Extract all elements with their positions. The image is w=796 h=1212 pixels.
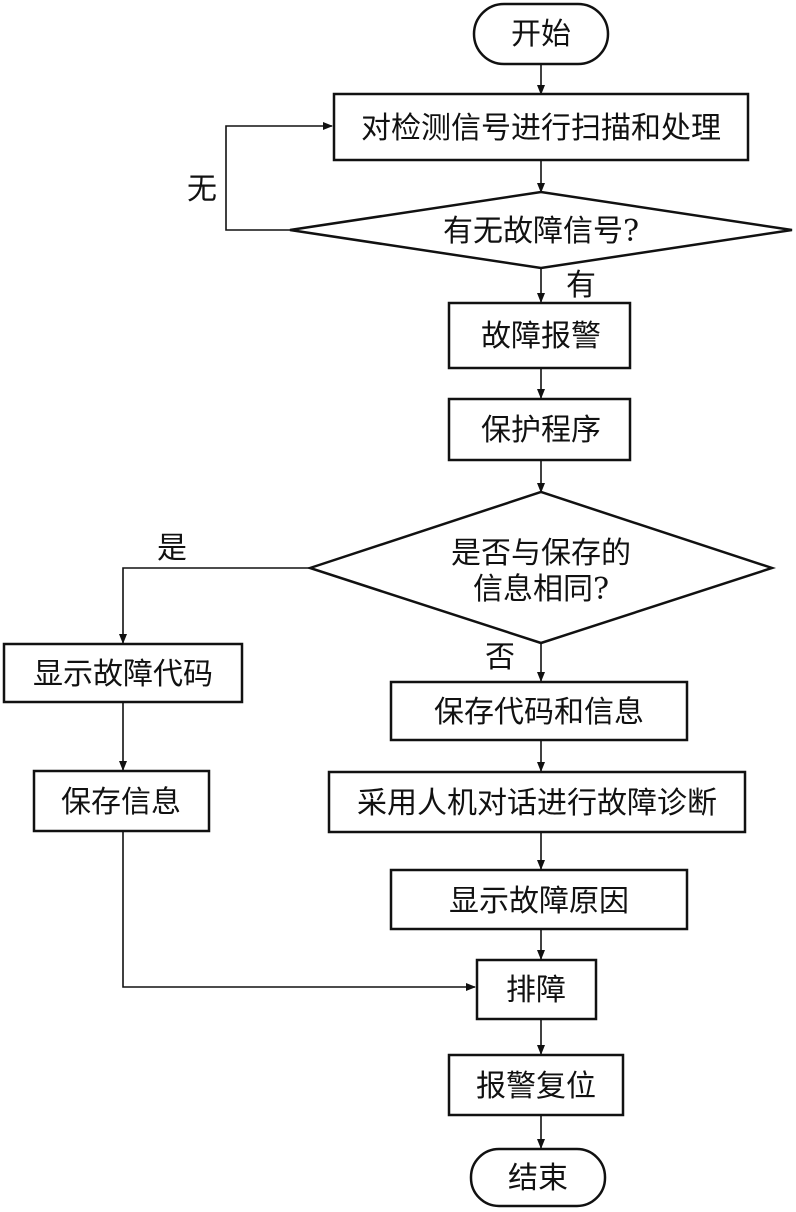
- no-branch-label: 无: [187, 172, 217, 207]
- dialog-diagnose-box: 采用人机对话进行故障诊断: [327, 770, 747, 834]
- show-cause-label: 显示故障原因: [449, 884, 629, 919]
- same-info-decision: 是否与保存的 信息相同?: [305, 490, 777, 645]
- start-terminal: 开始: [472, 2, 610, 66]
- troubleshoot-label: 排障: [506, 973, 566, 1008]
- fault-signal-decision: 有无故障信号?: [289, 190, 793, 270]
- save-code-info-box: 保存代码和信息: [389, 680, 689, 742]
- save-info-label: 保存信息: [61, 785, 181, 820]
- end-label: 结束: [508, 1161, 568, 1196]
- alarm-reset-box: 报警复位: [447, 1053, 625, 1117]
- shi-branch-label: 是: [157, 531, 187, 566]
- connector-saveinfo-to-troubleshoot: [122, 831, 476, 991]
- fou-branch-label: 否: [485, 640, 515, 675]
- connector-yes-branch: [119, 567, 310, 644]
- fault-alarm-label: 故障报警: [481, 319, 601, 354]
- dialog-diagnose-label: 采用人机对话进行故障诊断: [357, 786, 717, 821]
- protect-program-box: 保护程序: [447, 397, 632, 462]
- scan-process-box: 对检测信号进行扫描和处理: [332, 92, 750, 162]
- fault-signal-question: 有无故障信号?: [443, 214, 639, 249]
- same-info-question-line1: 是否与保存的: [451, 536, 631, 571]
- start-label: 开始: [511, 17, 571, 52]
- connector-no-loop: [225, 122, 333, 231]
- show-cause-box: 显示故障原因: [389, 868, 689, 931]
- yes-branch-label: 有: [566, 268, 596, 303]
- end-terminal: 结束: [469, 1147, 607, 1208]
- connectors: [119, 64, 545, 1149]
- show-code-box: 显示故障代码: [2, 642, 244, 704]
- fault-alarm-box: 故障报警: [447, 301, 632, 370]
- troubleshoot-box: 排障: [475, 958, 598, 1021]
- scan-label: 对检测信号进行扫描和处理: [361, 111, 721, 146]
- alarm-reset-label: 报警复位: [476, 1069, 596, 1104]
- show-code-label: 显示故障代码: [33, 657, 213, 692]
- save-code-info-label: 保存代码和信息: [434, 695, 644, 730]
- same-info-question-line2: 信息相同?: [473, 572, 609, 607]
- protect-program-label: 保护程序: [481, 413, 601, 448]
- save-info-box: 保存信息: [32, 769, 211, 833]
